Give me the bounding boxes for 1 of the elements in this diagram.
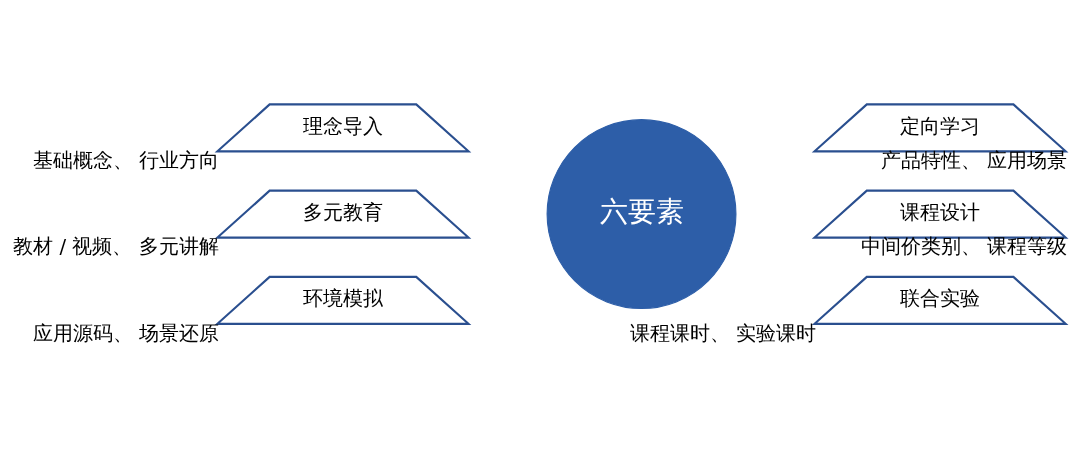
node-circle: 六要素	[546, 119, 737, 310]
